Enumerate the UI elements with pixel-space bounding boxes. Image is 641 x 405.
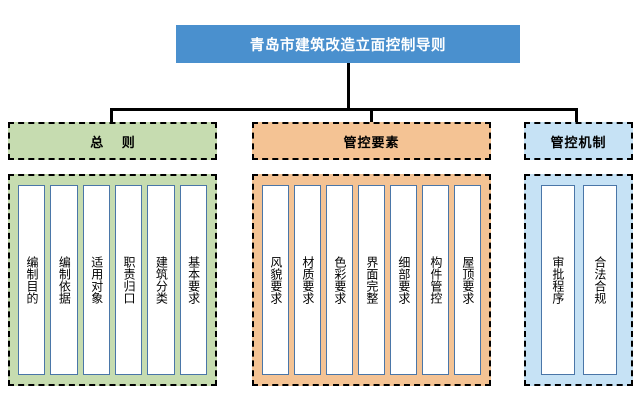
leaf-card-label: 编制目的 bbox=[25, 256, 40, 304]
leaf-card[interactable]: 色彩要求 bbox=[326, 185, 353, 375]
root-title-box[interactable]: 青岛市建筑改造立面控制导则 bbox=[176, 25, 520, 63]
connector-drop-branch-1 bbox=[370, 108, 373, 124]
branch-body-control-elements: 风貌要求 材质要求 色彩要求 界面完整 细部要求 构件管控 屋顶要求 bbox=[252, 174, 491, 386]
connector-horizontal-bus bbox=[110, 108, 578, 111]
leaf-card-label: 界面完整 bbox=[364, 256, 379, 304]
root-title-label: 青岛市建筑改造立面控制导则 bbox=[249, 37, 447, 54]
branch-group-general-principles: 总 则 编制目的 编制依据 适用对象 职责归口 建筑分类 基本要求 bbox=[8, 122, 217, 386]
branch-group-control-elements: 管控要素 风貌要求 材质要求 色彩要求 界面完整 细部要求 构件管控 屋顶要求 bbox=[252, 122, 491, 386]
connector-root-stem bbox=[347, 63, 350, 110]
leaf-card[interactable]: 屋顶要求 bbox=[454, 185, 481, 375]
leaf-card[interactable]: 职责归口 bbox=[115, 185, 143, 375]
leaf-card[interactable]: 编制目的 bbox=[18, 185, 46, 375]
leaf-card[interactable]: 基本要求 bbox=[179, 185, 207, 375]
branch-header-label: 管控要素 bbox=[343, 135, 400, 151]
branch-header-label: 管控机制 bbox=[550, 135, 607, 151]
leaf-card-label: 构件管控 bbox=[428, 256, 443, 304]
leaf-card-label: 材质要求 bbox=[300, 256, 315, 304]
leaf-card[interactable]: 风貌要求 bbox=[262, 185, 289, 375]
leaf-card[interactable]: 建筑分类 bbox=[147, 185, 175, 375]
leaf-card[interactable]: 合法合规 bbox=[582, 185, 617, 375]
leaf-card[interactable]: 材质要求 bbox=[294, 185, 321, 375]
leaf-card-label: 职责归口 bbox=[122, 256, 137, 304]
leaf-card[interactable]: 适用对象 bbox=[82, 185, 110, 375]
leaf-card[interactable]: 界面完整 bbox=[358, 185, 385, 375]
connector-drop-branch-0 bbox=[110, 108, 113, 124]
leaf-card[interactable]: 构件管控 bbox=[422, 185, 449, 375]
branch-header-general-principles[interactable]: 总 则 bbox=[8, 122, 217, 160]
leaf-card-label: 合法合规 bbox=[592, 256, 607, 304]
branch-header-label: 总 则 bbox=[90, 135, 142, 151]
branch-header-control-elements[interactable]: 管控要素 bbox=[252, 122, 491, 160]
branch-group-control-mechanism: 管控机制 审批程序 合法合规 bbox=[524, 122, 633, 386]
leaf-card-label: 审批程序 bbox=[550, 256, 565, 304]
branch-body-control-mechanism: 审批程序 合法合规 bbox=[524, 174, 633, 386]
leaf-card-label: 建筑分类 bbox=[154, 256, 169, 304]
leaf-card-label: 细部要求 bbox=[396, 256, 411, 304]
leaf-card[interactable]: 编制依据 bbox=[50, 185, 78, 375]
leaf-card[interactable]: 审批程序 bbox=[540, 185, 575, 375]
leaf-card-label: 基本要求 bbox=[186, 256, 201, 304]
leaf-card[interactable]: 细部要求 bbox=[390, 185, 417, 375]
leaf-card-label: 屋顶要求 bbox=[460, 256, 475, 304]
leaf-card-label: 编制依据 bbox=[57, 256, 72, 304]
leaf-card-label: 风貌要求 bbox=[268, 256, 283, 304]
leaf-card-label: 色彩要求 bbox=[332, 256, 347, 304]
branch-header-control-mechanism[interactable]: 管控机制 bbox=[524, 122, 633, 160]
leaf-card-label: 适用对象 bbox=[89, 256, 104, 304]
branch-body-general-principles: 编制目的 编制依据 适用对象 职责归口 建筑分类 基本要求 bbox=[8, 174, 217, 386]
connector-drop-branch-2 bbox=[575, 108, 578, 124]
